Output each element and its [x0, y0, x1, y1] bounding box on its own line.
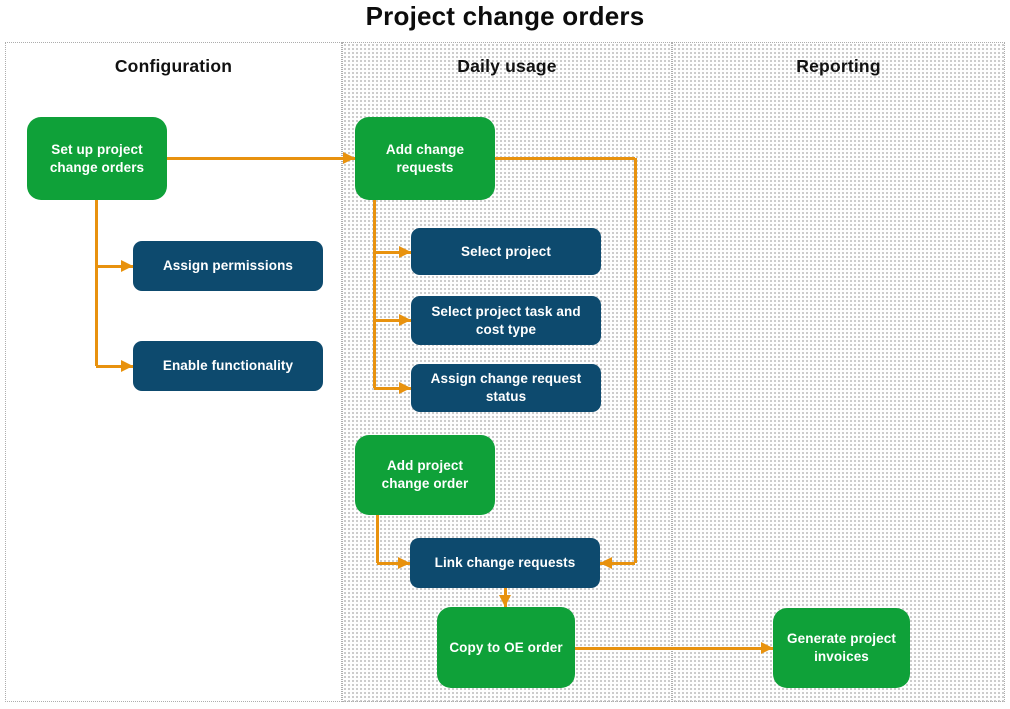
- arrowhead-right-icon: [343, 151, 355, 164]
- arrowhead-right-icon: [121, 359, 133, 372]
- node-copy-to-oe-order: Copy to OE order: [437, 607, 575, 688]
- node-enable-functionality: Enable functionality: [133, 341, 323, 391]
- node-assign-change-request-status: Assign change request status: [411, 364, 601, 412]
- column-reporting: Reporting: [672, 42, 1005, 702]
- arrow-segment: [372, 200, 376, 388]
- column-header-reporting: Reporting: [796, 56, 881, 76]
- arrow-segment: [374, 386, 411, 390]
- arrow-segment: [94, 200, 98, 366]
- arrow-segment: [96, 264, 133, 268]
- arrowhead-right-icon: [399, 313, 411, 326]
- column-header-configuration: Configuration: [114, 56, 233, 76]
- node-add-project-change-order: Add project change order: [355, 435, 495, 515]
- arrow-segment: [374, 318, 411, 322]
- node-link-change-requests: Link change requests: [410, 538, 600, 588]
- arrow-segment: [167, 156, 355, 160]
- arrowhead-left-icon: [600, 556, 612, 569]
- node-add-change-requests: Add change requests: [355, 117, 495, 200]
- arrowhead-right-icon: [761, 641, 773, 654]
- arrowhead-right-icon: [121, 259, 133, 272]
- arrow-segment: [575, 646, 773, 650]
- arrowhead-down-icon: [498, 595, 511, 607]
- node-select-project: Select project: [411, 228, 601, 275]
- column-header-daily-usage: Daily usage: [457, 56, 557, 76]
- arrow-segment: [374, 250, 411, 254]
- arrow-segment: [377, 561, 410, 565]
- arrow-segment: [375, 515, 379, 563]
- node-select-project-task-and-cost-type: Select project task and cost type: [411, 296, 601, 345]
- arrow-segment: [96, 364, 133, 368]
- arrowhead-right-icon: [399, 245, 411, 258]
- arrow-segment: [633, 158, 637, 563]
- node-set-up-project-change-orders: Set up project change orders: [27, 117, 167, 200]
- arrow-segment: [600, 561, 635, 565]
- arrowhead-right-icon: [398, 556, 410, 569]
- arrowhead-right-icon: [399, 381, 411, 394]
- page-title: Project change orders: [365, 1, 645, 31]
- node-assign-permissions: Assign permissions: [133, 241, 323, 291]
- arrow-segment: [495, 156, 635, 160]
- node-generate-project-invoices: Generate project invoices: [773, 608, 910, 688]
